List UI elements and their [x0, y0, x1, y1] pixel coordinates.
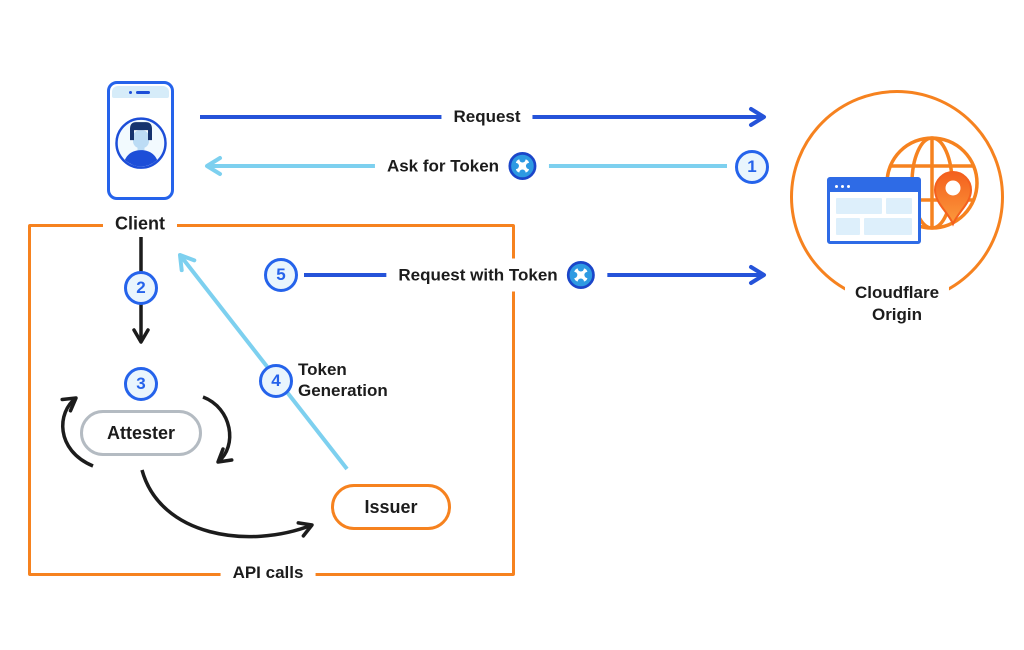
- browser-panel: [864, 218, 912, 235]
- browser-window-icon: [827, 177, 921, 244]
- ask-for-token-label-group: Ask for Token: [374, 149, 550, 183]
- browser-panel: [836, 218, 860, 235]
- issuer-label: Issuer: [364, 496, 418, 517]
- step-5-badge: 5: [264, 258, 298, 292]
- step-1-badge: 1: [735, 150, 769, 184]
- cloudflare-label-line1: Cloudflare: [854, 283, 940, 302]
- browser-dot: [835, 184, 838, 188]
- browser-panel: [886, 198, 912, 214]
- attester-node: Attester: [80, 410, 202, 456]
- step-3-badge: 3: [124, 367, 158, 401]
- attester-label: Attester: [106, 422, 176, 443]
- token-icon: [567, 261, 596, 289]
- browser-dot: [847, 184, 850, 188]
- cloudflare-label-line2: Origin: [871, 305, 923, 324]
- cloudflare-origin-label: Cloudflare Origin: [844, 280, 950, 328]
- phone-client-icon: [107, 81, 174, 200]
- browser-header: [830, 180, 918, 192]
- ask-for-token-label: Ask for Token: [386, 156, 500, 175]
- request-label: Request: [453, 107, 521, 126]
- phone-speaker-dash: [136, 91, 150, 94]
- api-calls-label: API calls: [220, 562, 316, 584]
- step-4-badge: 4: [259, 364, 293, 398]
- step-2-badge: 2: [124, 271, 158, 305]
- request-with-token-label-group: Request with Token: [386, 258, 608, 292]
- issuer-node: Issuer: [331, 484, 451, 530]
- client-label: Client: [102, 212, 178, 236]
- phone-camera-dot: [129, 91, 132, 94]
- request-with-token-label: Request with Token: [398, 265, 558, 284]
- browser-dot: [841, 184, 844, 188]
- token-generation-line1: Token: [298, 360, 347, 379]
- token-generation-label: Token Generation: [298, 359, 388, 401]
- token-icon: [508, 152, 537, 180]
- token-generation-line2: Generation: [298, 381, 388, 400]
- browser-panel: [836, 198, 882, 214]
- location-pin-icon: [933, 171, 973, 227]
- user-avatar-icon: [114, 116, 167, 169]
- request-label-group: Request: [441, 105, 533, 129]
- phone-topbar: [112, 86, 169, 98]
